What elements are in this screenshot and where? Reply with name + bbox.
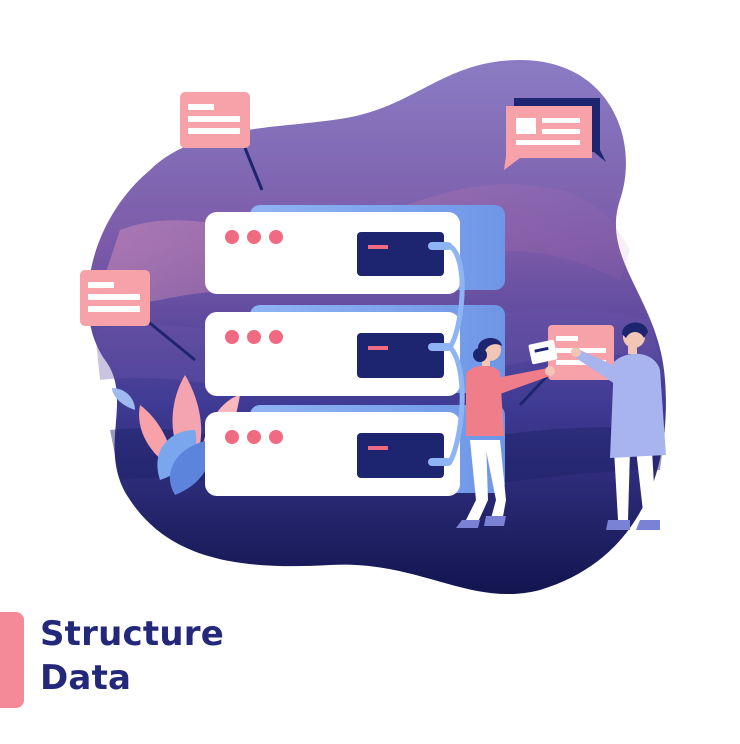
message-card-icon	[80, 270, 196, 362]
server-cables	[447, 243, 465, 465]
server-unit	[205, 205, 505, 294]
page-title: Structure Data	[40, 612, 224, 700]
person-icon	[456, 337, 555, 528]
chat-bubble-icon	[504, 98, 606, 170]
title-line-1: Structure	[40, 614, 224, 654]
message-card-icon	[180, 92, 264, 191]
server-unit	[205, 405, 505, 496]
accent-bar	[0, 612, 24, 708]
title-line-2: Data	[40, 658, 132, 698]
server-unit	[205, 305, 505, 396]
person-icon	[571, 322, 666, 530]
